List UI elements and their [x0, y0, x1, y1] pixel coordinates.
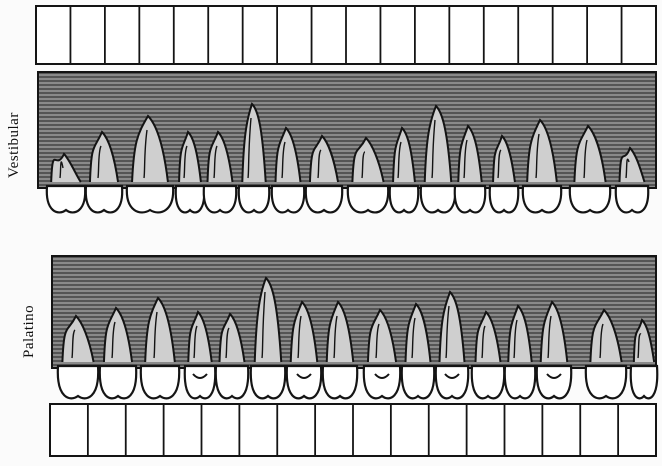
upper-record-grid — [36, 6, 656, 64]
lower-crown — [185, 366, 215, 398]
lower-crown — [251, 366, 285, 398]
upper-record-cell[interactable] — [209, 7, 241, 63]
lower-record-cell[interactable] — [240, 405, 276, 455]
lower-crown — [402, 366, 434, 398]
upper-record-cell[interactable] — [175, 7, 207, 63]
lower-record-cell[interactable] — [354, 405, 390, 455]
lower-crown — [58, 366, 98, 398]
upper-crown — [421, 186, 455, 212]
upper-record-cell[interactable] — [519, 7, 551, 63]
upper-crown — [616, 186, 648, 212]
lower-record-cell[interactable] — [581, 405, 617, 455]
lower-record-cell[interactable] — [89, 405, 125, 455]
lower-crown — [505, 366, 535, 398]
upper-record-cell[interactable] — [106, 7, 138, 63]
lower-crown — [586, 366, 626, 398]
upper-crown — [390, 186, 419, 212]
upper-crown — [239, 186, 269, 212]
upper-crown — [176, 186, 205, 212]
lower-record-cell[interactable] — [468, 405, 504, 455]
lower-record-cell[interactable] — [203, 405, 239, 455]
upper-crown — [272, 186, 304, 212]
lower-record-cell[interactable] — [165, 405, 201, 455]
upper-record-cell[interactable] — [623, 7, 655, 63]
upper-crown — [348, 186, 388, 212]
upper-crown — [523, 186, 561, 212]
upper-crown — [455, 186, 485, 212]
lower-crown — [323, 366, 357, 398]
upper-record-cell[interactable] — [278, 7, 310, 63]
lower-record-cell[interactable] — [316, 405, 352, 455]
upper-gum-shading — [38, 72, 656, 188]
upper-record-cell[interactable] — [381, 7, 413, 63]
palatino-label: Palatino — [21, 305, 38, 358]
lower-record-cell[interactable] — [392, 405, 428, 455]
upper-record-cell[interactable] — [71, 7, 103, 63]
vestibular-label: Vestibular — [6, 112, 23, 178]
lower-record-cell[interactable] — [51, 405, 87, 455]
lower-crown — [631, 366, 658, 398]
upper-record-cell[interactable] — [588, 7, 620, 63]
upper-crown — [306, 186, 342, 212]
upper-record-cell[interactable] — [37, 7, 69, 63]
lower-record-cell[interactable] — [619, 405, 655, 455]
upper-record-cell[interactable] — [554, 7, 586, 63]
upper-record-cell[interactable] — [416, 7, 448, 63]
upper-crown — [127, 186, 173, 212]
lower-record-cell[interactable] — [430, 405, 466, 455]
lower-crown — [537, 366, 571, 398]
lower-crown — [100, 366, 136, 398]
upper-record-cell[interactable] — [313, 7, 345, 63]
lower-record-cell[interactable] — [543, 405, 579, 455]
lower-crown — [141, 366, 179, 398]
upper-record-cell[interactable] — [450, 7, 482, 63]
upper-crown — [490, 186, 519, 212]
upper-record-cell[interactable] — [347, 7, 379, 63]
upper-record-cell[interactable] — [140, 7, 172, 63]
upper-crown — [47, 186, 85, 212]
lower-crown — [436, 366, 468, 398]
lower-crown — [472, 366, 504, 398]
lower-record-grid — [50, 404, 656, 456]
lower-crown — [216, 366, 248, 398]
lower-crown — [287, 366, 321, 398]
upper-crown — [204, 186, 236, 212]
lower-crown — [364, 366, 400, 398]
lower-record-cell[interactable] — [506, 405, 542, 455]
upper-crown — [570, 186, 610, 212]
lower-record-cell[interactable] — [278, 405, 314, 455]
upper-record-cell[interactable] — [485, 7, 517, 63]
lower-record-cell[interactable] — [127, 405, 163, 455]
upper-record-cell[interactable] — [244, 7, 276, 63]
upper-crown — [86, 186, 122, 212]
